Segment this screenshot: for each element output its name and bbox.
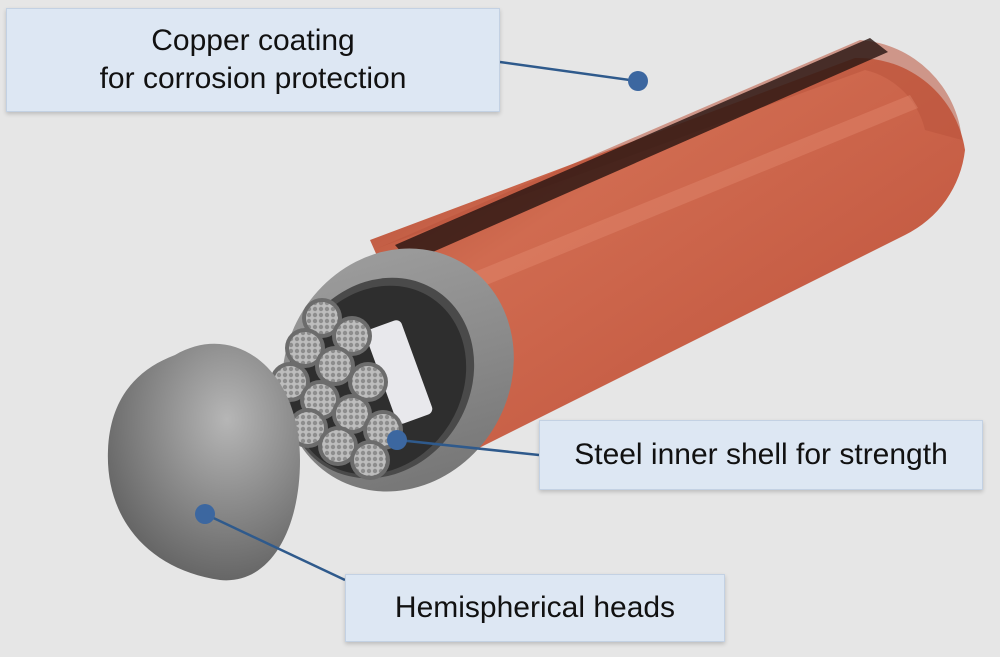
callout-dot [628, 71, 648, 91]
fuel-rod [332, 394, 372, 434]
label-steel-inner-shell: Steel inner shell for strength [539, 420, 983, 490]
label-hemispherical-heads: Hemispherical heads [345, 574, 725, 642]
fuel-rod [315, 346, 355, 386]
fuel-rod-bundle [270, 298, 433, 480]
label-heads-text: Hemispherical heads [394, 591, 676, 624]
callout-dot [387, 430, 407, 450]
callout-heads [195, 504, 346, 582]
fuel-rod [348, 362, 388, 402]
callout-copper [499, 60, 648, 91]
fuel-rod [318, 426, 358, 466]
copper-cylinder [370, 38, 965, 455]
label-copper-coating: Copper coating for corrosion protection [6, 8, 500, 112]
fuel-rod [302, 298, 342, 338]
label-steel-text: Steel inner shell for strength [574, 438, 948, 471]
fuel-rod [350, 440, 390, 480]
callout-dot [195, 504, 215, 524]
callout-steel [387, 430, 540, 457]
label-copper-line2: for corrosion protection [99, 62, 407, 95]
fuel-rod [285, 328, 325, 368]
fuel-rod [332, 316, 372, 356]
label-copper-line1: Copper coating [151, 24, 355, 57]
hemispherical-head [107, 343, 300, 581]
